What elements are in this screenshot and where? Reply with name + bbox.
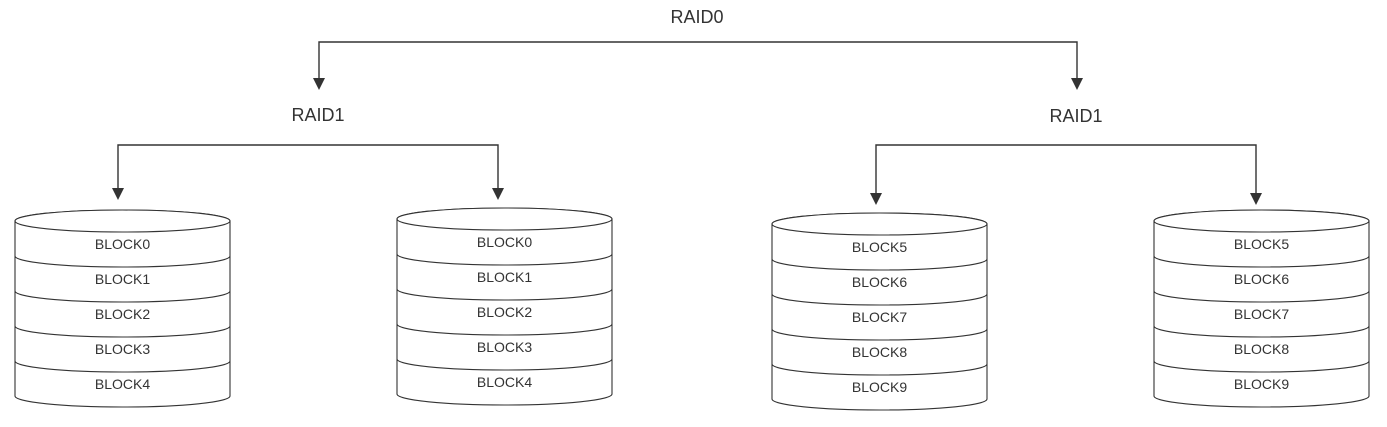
- arrow-head-icon: [313, 78, 325, 90]
- disk-top-cap: [14, 209, 231, 233]
- disk-stack: BLOCK4 BLOCK3 BLOCK2 BLOCK1 BLOCK0: [396, 207, 613, 406]
- block-label: BLOCK4: [95, 376, 150, 392]
- arrow-head-icon: [1071, 78, 1083, 90]
- block-label: BLOCK7: [852, 309, 907, 325]
- raid1-label: RAID1: [291, 105, 344, 125]
- raid1-connector: [870, 144, 1262, 205]
- disk-top-cap: [771, 212, 988, 236]
- block-label: BLOCK7: [1234, 306, 1289, 322]
- block-label: BLOCK6: [1234, 271, 1289, 287]
- block-label: BLOCK2: [477, 304, 532, 320]
- block-label: BLOCK5: [852, 239, 907, 255]
- block-label: BLOCK2: [95, 306, 150, 322]
- arrow-head-icon: [870, 193, 882, 205]
- block-label: BLOCK8: [852, 344, 907, 360]
- disk-stack: BLOCK9 BLOCK8 BLOCK7 BLOCK6 BLOCK5: [1153, 209, 1370, 408]
- arrow-head-icon: [492, 188, 504, 200]
- block-label: BLOCK3: [477, 339, 532, 355]
- arrow-head-icon: [1250, 193, 1262, 205]
- raid1-label: RAID1: [1049, 106, 1102, 126]
- arrow-head-icon: [112, 188, 124, 200]
- raid0-connector: [313, 41, 1083, 90]
- block-label: BLOCK9: [1234, 376, 1289, 392]
- block-label: BLOCK8: [1234, 341, 1289, 357]
- block-label: BLOCK4: [477, 374, 532, 390]
- block-label: BLOCK3: [95, 341, 150, 357]
- raid1-connector: [112, 144, 504, 200]
- block-label: BLOCK1: [95, 271, 150, 287]
- block-label: BLOCK0: [477, 234, 532, 250]
- disk-stack: BLOCK4 BLOCK3 BLOCK2 BLOCK1 BLOCK0: [14, 209, 231, 408]
- block-label: BLOCK9: [852, 379, 907, 395]
- disk-stack: BLOCK9 BLOCK8 BLOCK7 BLOCK6 BLOCK5: [771, 212, 988, 411]
- block-label: BLOCK6: [852, 274, 907, 290]
- disk-top-cap: [1153, 209, 1370, 233]
- raid0-label: RAID0: [670, 7, 723, 27]
- block-label: BLOCK5: [1234, 236, 1289, 252]
- block-label: BLOCK1: [477, 269, 532, 285]
- disk-top-cap: [396, 207, 613, 231]
- block-label: BLOCK0: [95, 236, 150, 252]
